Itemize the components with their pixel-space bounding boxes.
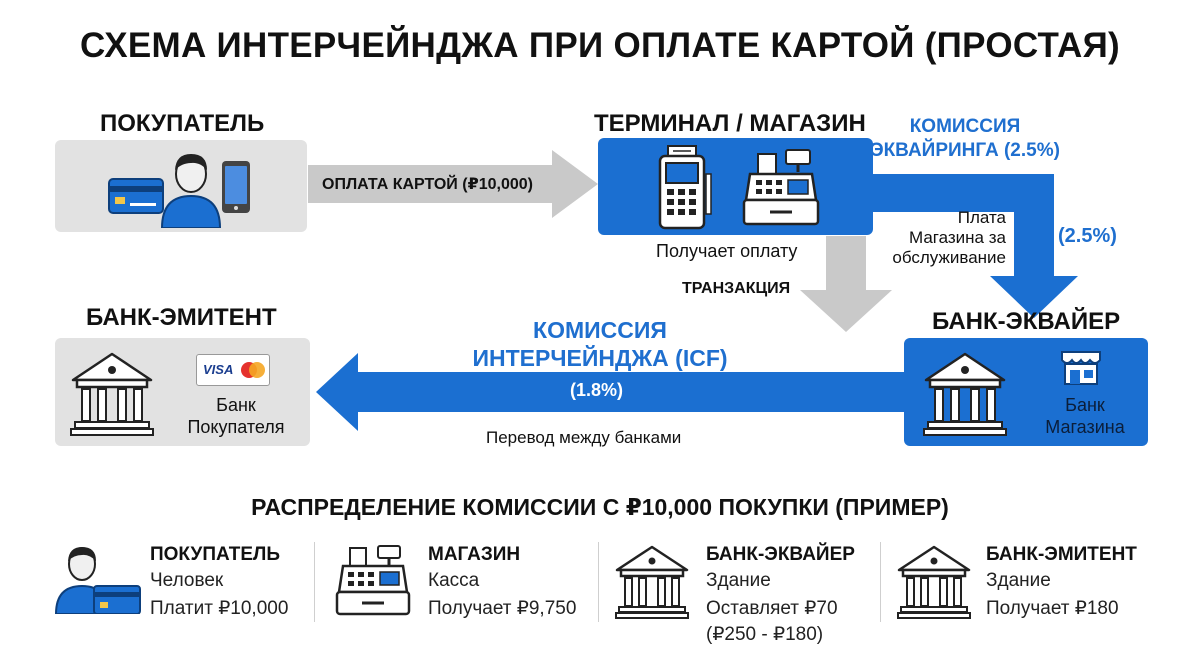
distribution-item-issuer: БАНК-ЭМИТЕНТ Здание Получает ₽180: [896, 540, 1166, 650]
person-card-icon: [54, 547, 141, 614]
issuer-bank-line1: Банк: [216, 395, 256, 415]
merchant-fee-line1: Плата: [957, 208, 1006, 227]
acquirer-bank-line2: Магазина: [1045, 417, 1125, 437]
item-subtitle: Человек: [150, 570, 224, 591]
visa-text: VISA: [203, 362, 234, 377]
terminal-caption: Получает оплату: [656, 241, 798, 261]
item-subtitle: Здание: [986, 570, 1051, 591]
storefront-icon: [1061, 351, 1101, 385]
icf-line1: КОМИССИЯ: [533, 317, 667, 343]
credit-card-icon: [108, 178, 164, 214]
item-line1: Платит ₽10,000: [150, 598, 289, 619]
item-subtitle: Здание: [706, 570, 771, 591]
distribution-item-acquirer: БАНК-ЭКВАЙЕР Здание Оставляет ₽70 (₽250 …: [614, 540, 884, 652]
bank-icon: [615, 545, 689, 619]
cash-register-icon: [742, 149, 820, 226]
distribution-item-store: МАГАЗИН Касса Получает ₽9,750: [334, 540, 594, 650]
item-title: ПОКУПАТЕЛЬ: [150, 544, 281, 565]
terminal-label: ТЕРМИНАЛ / МАГАЗИН: [594, 110, 866, 137]
item-title: БАНК-ЭКВАЙЕР: [706, 544, 855, 565]
smartphone-icon: [222, 161, 250, 213]
bank-transfer-label: Перевод между банками: [486, 428, 682, 447]
acquirer-bank-line1: Банк: [1065, 395, 1105, 415]
bank-building-icon: [70, 352, 154, 436]
acquirer-box: Банк Магазина: [904, 338, 1148, 446]
merchant-fee-line2: Магазина за: [908, 228, 1006, 247]
merchant-fee-line3: обслуживание: [892, 248, 1006, 267]
acquiring-fee-arrow: [870, 174, 1078, 318]
acquirer-caption: Банк Магазина: [1030, 394, 1140, 438]
distribution-title: РАСПРЕДЕЛЕНИЕ КОМИССИИ С ₽10,000 ПОКУПКИ…: [251, 494, 949, 520]
item-line1: Оставляет ₽70: [706, 598, 838, 619]
acquiring-fee-label: КОМИССИЯ ЭКВАЙРИНГА (2.5%): [870, 115, 1060, 163]
issuer-label: БАНК-ЭМИТЕНТ: [86, 304, 277, 331]
issuer-caption: Банк Покупателя: [165, 394, 307, 438]
cash-register-icon: [335, 545, 411, 616]
distribution-item-buyer: ПОКУПАТЕЛЬ Человек Платит ₽10,000: [52, 540, 302, 650]
acquirer-label: БАНК-ЭКВАЙЕР: [932, 308, 1121, 335]
item-subtitle: Касса: [428, 570, 480, 591]
divider: [598, 542, 599, 622]
item-line1: Получает ₽9,750: [428, 598, 577, 619]
card-brand-logo: VISA: [196, 354, 270, 386]
terminal-box: [598, 138, 873, 235]
bank-building-icon: [923, 352, 1007, 436]
acquiring-fee-line2: ЭКВАЙРИНГА (2.5%): [870, 140, 1060, 161]
bank-icon: [897, 545, 971, 619]
item-title: МАГАЗИН: [428, 544, 521, 565]
buyer-label: ПОКУПАТЕЛЬ: [100, 110, 265, 137]
transaction-arrow: [800, 236, 892, 332]
divider: [880, 542, 881, 622]
issuer-box: VISA Банк Покупателя: [55, 338, 310, 446]
payment-arrow: [308, 150, 598, 218]
icf-label: КОМИССИЯ ИНТЕРЧЕЙНДЖА (ICF): [440, 316, 760, 372]
item-title: БАНК-ЭМИТЕНТ: [986, 544, 1137, 565]
merchant-fee-text: Плата Магазина за обслуживание: [874, 208, 1006, 268]
payment-label: ОПЛАТА КАРТОЙ (₽10,000): [322, 176, 533, 193]
buyer-box: [55, 140, 307, 232]
icf-arrow: [316, 353, 904, 431]
item-line2: (₽250 - ₽180): [706, 624, 824, 645]
merchant-fee-pct: (2.5%): [1058, 225, 1117, 247]
icf-pct: (1.8%): [570, 380, 624, 400]
person-icon: [160, 154, 222, 228]
mastercard-icon: [241, 362, 265, 378]
issuer-bank-line2: Покупателя: [187, 417, 285, 437]
acquiring-fee-line1: КОМИССИЯ: [909, 116, 1021, 137]
icf-line2: ИНТЕРЧЕЙНДЖА (ICF): [472, 345, 728, 371]
transaction-label: ТРАНЗАКЦИЯ: [682, 280, 791, 297]
item-line1: Получает ₽180: [986, 598, 1119, 619]
pos-terminal-icon: [658, 145, 712, 230]
page-title: СХЕМА ИНТЕРЧЕЙНДЖА ПРИ ОПЛАТЕ КАРТОЙ (ПР…: [79, 26, 1121, 65]
divider: [314, 542, 315, 622]
